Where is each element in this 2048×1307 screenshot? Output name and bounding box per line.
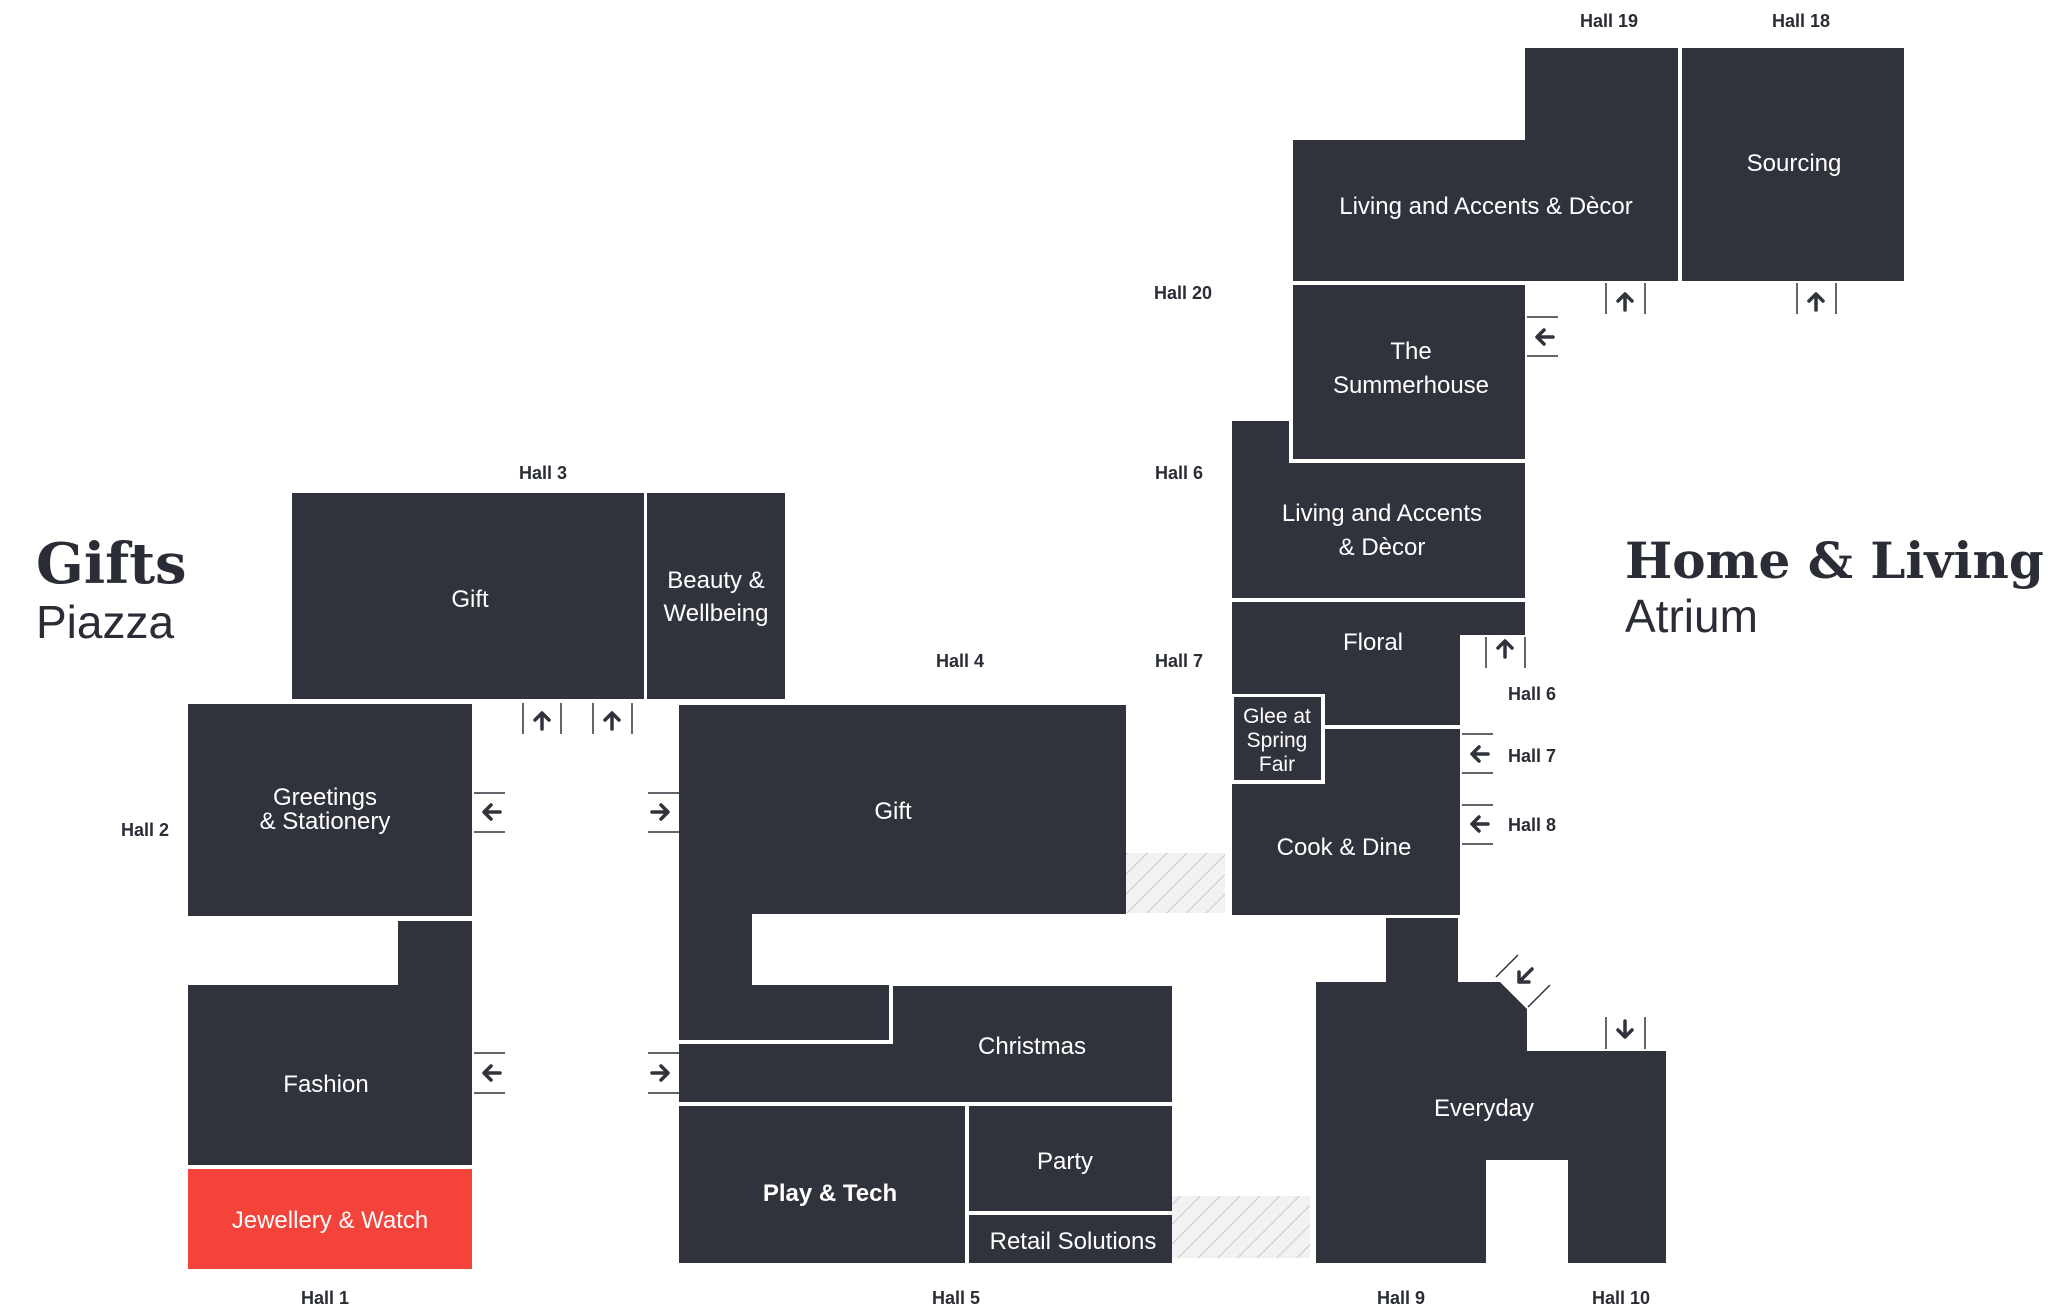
hall-label-1: Hall 1 [301, 1288, 349, 1307]
stand-label-floral: Floral [1343, 629, 1403, 656]
stand-label-beauty-2: Wellbeing [664, 600, 769, 627]
walkway-hatched-lower [1168, 1196, 1310, 1258]
hall-label-5: Hall 5 [932, 1288, 980, 1307]
arrow-up-icon [592, 703, 633, 734]
stand-label-beauty-1: Beauty & [667, 567, 764, 594]
hall-label-6-side: Hall 6 [1508, 684, 1556, 704]
arrow-up-icon [1796, 283, 1837, 314]
hall-label-8: Hall 8 [1508, 815, 1556, 835]
hall-label-2: Hall 2 [121, 820, 169, 840]
stand-living-accents-mid[interactable]: Living and Accents & Dècor [1232, 421, 1525, 598]
hall-label-19: Hall 19 [1580, 11, 1638, 31]
stand-label-everyday: Everyday [1434, 1095, 1534, 1122]
arrow-right-icon [648, 1052, 679, 1094]
stand-label-summer-1: The [1390, 338, 1431, 365]
stand-retail-solutions[interactable]: Retail Solutions [969, 1215, 1172, 1263]
stand-label-living-top: Living and Accents & Dècor [1339, 193, 1633, 220]
arrow-up-icon [1605, 283, 1646, 314]
arrow-left-icon [474, 792, 505, 833]
stand-label-retail: Retail Solutions [990, 1228, 1157, 1255]
stand-fashion[interactable]: Fashion [188, 921, 472, 1165]
stand-label-fashion: Fashion [283, 1071, 368, 1098]
zone-subtitle-gifts: Piazza [36, 596, 174, 648]
stand-label-christmas: Christmas [978, 1033, 1086, 1060]
stand-label-glee-1: Glee at [1243, 705, 1311, 728]
stand-everyday[interactable]: Everyday [1316, 918, 1666, 1263]
stand-label-gift-hall3: Gift [451, 586, 489, 613]
stand-label-party: Party [1037, 1148, 1093, 1175]
arrow-left-icon [1462, 733, 1493, 774]
stand-play-tech[interactable]: Play & Tech [679, 1106, 965, 1263]
hall-label-7-side: Hall 7 [1508, 746, 1556, 766]
hall-label-3: Hall 3 [519, 463, 567, 483]
stand-label-living-mid-1: Living and Accents [1282, 500, 1482, 527]
arrow-left-icon [474, 1052, 505, 1094]
arrow-down-icon [1605, 1017, 1646, 1049]
stand-jewellery-watch[interactable]: Jewellery & Watch [188, 1169, 472, 1269]
stand-summerhouse[interactable]: The Summerhouse [1293, 285, 1525, 459]
hall-label-6-top: Hall 6 [1155, 463, 1203, 483]
arrow-left-icon [1462, 804, 1493, 845]
stand-living-accents-top[interactable]: Living and Accents & Dècor [1293, 48, 1678, 281]
zone-subtitle-home-living: Atrium [1625, 590, 1758, 642]
stand-label-gift-hall4: Gift [874, 798, 912, 825]
stand-label-greetings-2: & Stationery [260, 808, 391, 835]
arrow-down-left-icon [1495, 954, 1551, 1008]
stand-label-summer-2: Summerhouse [1333, 372, 1489, 399]
stand-label-sourcing: Sourcing [1747, 150, 1842, 177]
stand-cook-dine[interactable]: Cook & Dine [1232, 729, 1460, 915]
hall-label-9: Hall 9 [1377, 1288, 1425, 1307]
stand-gift-hall4[interactable]: Gift [679, 705, 1126, 1040]
stand-label-greetings-1: Greetings [273, 784, 377, 811]
stand-beauty-wellbeing[interactable]: Beauty & Wellbeing [647, 493, 785, 699]
stand-label-glee-2: Spring [1247, 729, 1308, 752]
arrow-up-icon [522, 703, 562, 734]
stand-label-glee-3: Fair [1259, 753, 1295, 776]
arrow-right-icon [648, 792, 679, 833]
stand-label-cook: Cook & Dine [1277, 834, 1412, 861]
stand-party[interactable]: Party [969, 1106, 1172, 1211]
hall-label-18: Hall 18 [1772, 11, 1830, 31]
stand-greetings-stationery[interactable]: Greetings & Stationery [188, 704, 472, 916]
hall-label-7-top: Hall 7 [1155, 651, 1203, 671]
hall-label-20: Hall 20 [1154, 283, 1212, 303]
stand-glee-spring-fair[interactable]: Glee at Spring Fair [1234, 697, 1321, 780]
stand-label-living-mid-2: & Dècor [1339, 534, 1426, 561]
walkway-hatched-upper [1123, 853, 1225, 913]
stand-christmas[interactable]: Christmas [679, 986, 1172, 1102]
stand-floral[interactable]: Floral [1232, 602, 1525, 725]
zone-title-gifts: Gifts [36, 531, 187, 597]
hall-label-4: Hall 4 [936, 651, 984, 671]
stand-label-jewellery: Jewellery & Watch [232, 1207, 429, 1234]
stand-label-play-tech: Play & Tech [763, 1180, 897, 1207]
zone-title-home-living: Home & Living [1625, 531, 2044, 590]
stand-sourcing[interactable]: Sourcing [1682, 48, 1904, 281]
hall-label-10: Hall 10 [1592, 1288, 1650, 1307]
stand-gift-hall3[interactable]: Gift [292, 493, 644, 699]
arrow-up-icon [1485, 637, 1526, 668]
arrow-left-icon [1527, 316, 1558, 357]
